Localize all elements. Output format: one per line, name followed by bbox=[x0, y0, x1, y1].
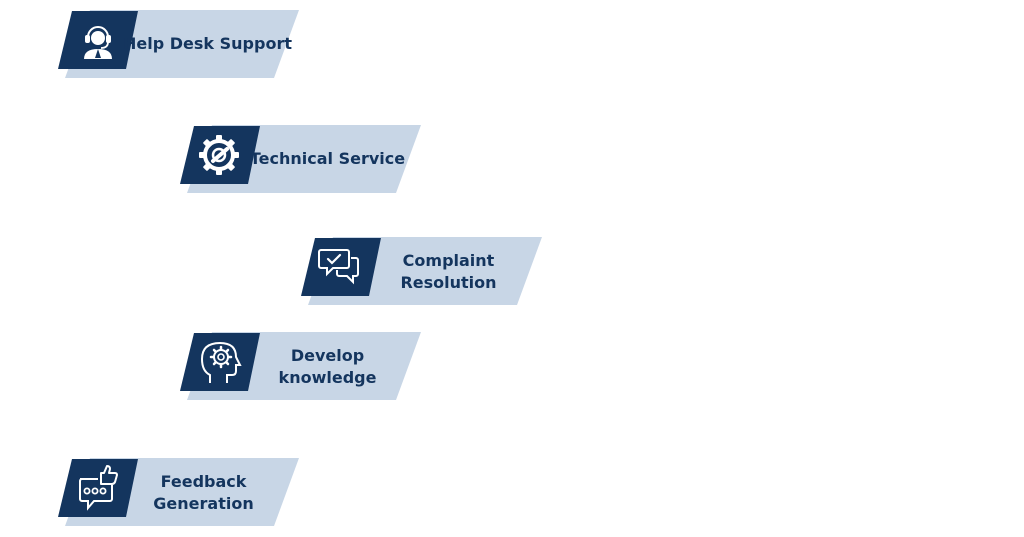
headset-agent-icon bbox=[84, 26, 112, 59]
step-label: Feedback Generation bbox=[153, 472, 254, 513]
step-help-desk-support: Help Desk Support bbox=[58, 9, 303, 81]
step-label: Technical Service bbox=[249, 149, 406, 168]
head-gear-icon bbox=[200, 341, 242, 383]
step-label: Complaint Resolution bbox=[400, 251, 497, 292]
step-band bbox=[180, 332, 421, 400]
step-develop-knowledge: Develop knowledge bbox=[180, 331, 425, 403]
step-band bbox=[58, 458, 299, 526]
chat-check-icon bbox=[318, 249, 359, 285]
thumbs-up-chat-icon bbox=[79, 465, 118, 511]
step-technical-service: Technical Service bbox=[180, 124, 425, 196]
gear-wrench-icon bbox=[199, 135, 239, 175]
step-feedback-generation: Feedback Generation bbox=[58, 457, 303, 529]
step-label: Help Desk Support bbox=[123, 34, 292, 53]
step-label: Develop knowledge bbox=[278, 346, 377, 387]
step-complaint-resolution: Complaint Resolution bbox=[301, 236, 546, 308]
